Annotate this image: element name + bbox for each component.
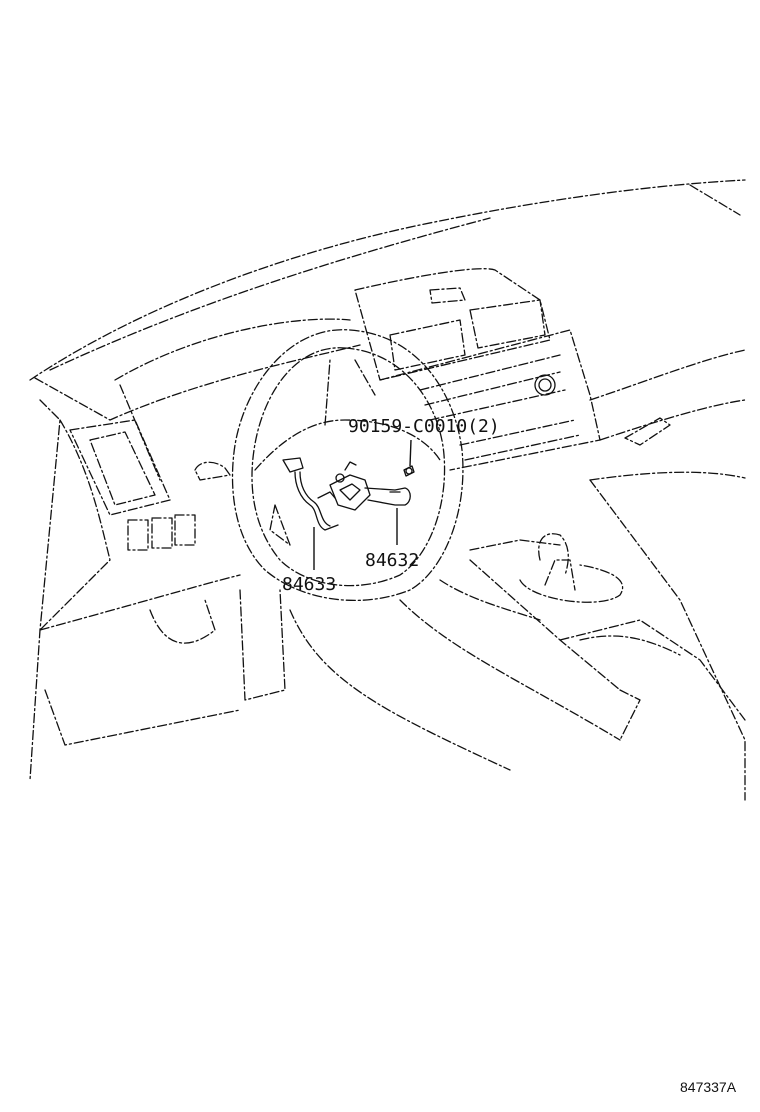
dashboard-outline [29, 179, 746, 801]
part-label-cable: 84633 [282, 574, 336, 595]
bolt-part [403, 465, 415, 477]
bolt-leader [409, 439, 412, 467]
steering-wheel [231, 329, 464, 601]
part-label-switch: 84632 [365, 550, 419, 571]
part-label-bolt: 90159-C0010(2) [348, 416, 500, 437]
reference-code: 847337A [680, 1079, 737, 1095]
cable-part [282, 457, 339, 531]
switch-part [329, 461, 411, 511]
parts-drawn [282, 457, 415, 531]
leader-lines [313, 439, 412, 570]
